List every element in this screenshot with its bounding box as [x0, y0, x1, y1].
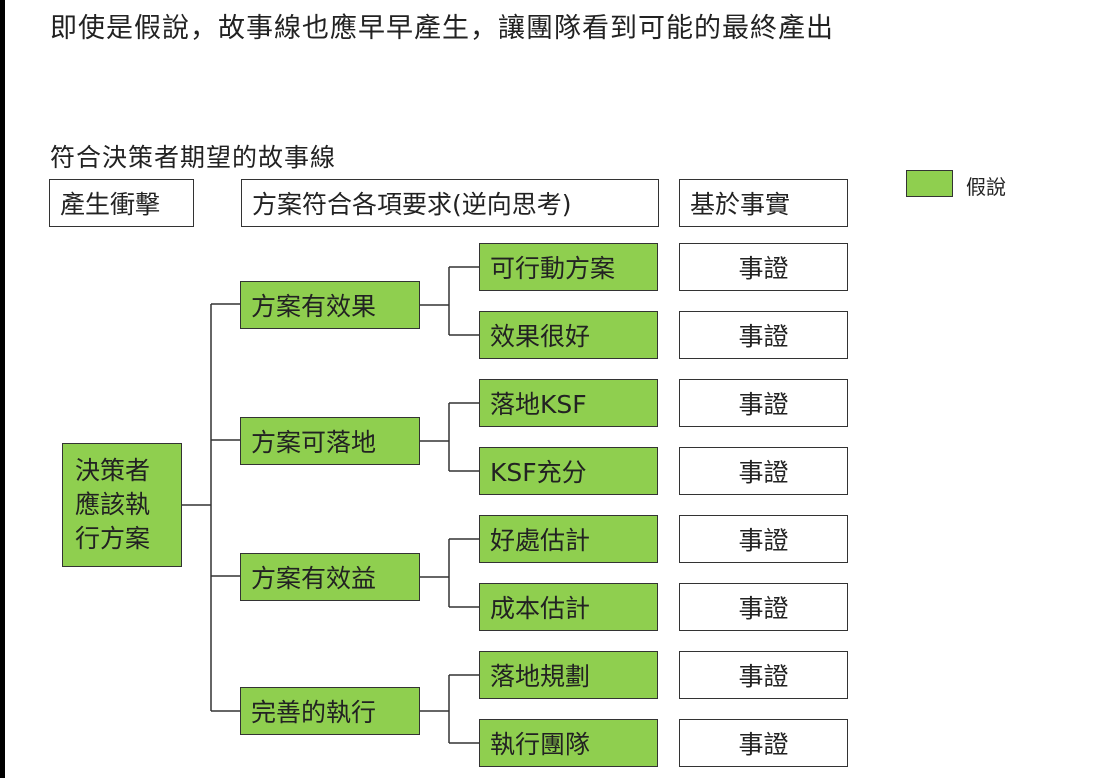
branch-node: 方案有效果: [240, 281, 420, 329]
header-facts: 基於事實: [679, 179, 848, 227]
sub-hypothesis-node: 可行動方案: [479, 243, 658, 291]
sub-hypothesis-node: 落地KSF: [479, 379, 658, 427]
root-line: 應該執: [75, 490, 151, 519]
sub-hypothesis-node: 落地規劃: [479, 651, 658, 699]
evidence-box: 事證: [679, 379, 848, 427]
branch-node: 完善的執行: [240, 687, 420, 735]
evidence-box: 事證: [679, 651, 848, 699]
header-requirements: 方案符合各項要求(逆向思考): [241, 179, 659, 227]
header-impact: 產生衝擊: [49, 179, 194, 227]
root-node: 決策者 應該執 行方案: [62, 443, 182, 567]
legend-swatch: [906, 170, 953, 197]
sub-hypothesis-node: 成本估計: [479, 583, 658, 631]
evidence-box: 事證: [679, 447, 848, 495]
branch-node: 方案有效益: [240, 553, 420, 601]
sub-hypothesis-node: 效果很好: [479, 311, 658, 359]
root-line: 行方案: [75, 524, 151, 553]
left-edge-bar: [0, 0, 5, 778]
sub-hypothesis-node: 好處估計: [479, 515, 658, 563]
sub-hypothesis-node: KSF充分: [479, 447, 658, 495]
legend-label: 假說: [966, 175, 1006, 199]
evidence-box: 事證: [679, 719, 848, 767]
evidence-box: 事證: [679, 311, 848, 359]
evidence-box: 事證: [679, 243, 848, 291]
evidence-box: 事證: [679, 583, 848, 631]
sub-hypothesis-node: 執行團隊: [479, 719, 658, 767]
branch-node: 方案可落地: [240, 417, 420, 465]
root-line: 決策者: [75, 456, 151, 485]
evidence-box: 事證: [679, 515, 848, 563]
page-title: 即使是假說，故事線也應早早產生，讓團隊看到可能的最終產出: [50, 13, 834, 44]
diagram-subtitle: 符合決策者期望的故事線: [50, 143, 337, 172]
